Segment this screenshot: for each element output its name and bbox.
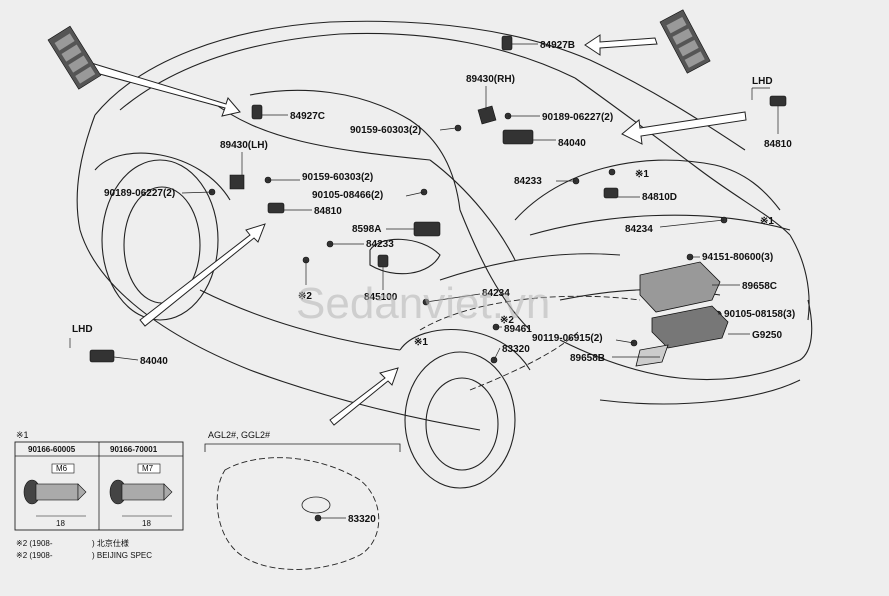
pointer-arrows [84,34,747,426]
label-8598a: 8598A [352,224,381,235]
footnote-1-a: ※2 (1908- [16,539,53,548]
label-83320-inset: 83320 [348,514,376,525]
label-89461: 89461 [504,324,532,335]
inset-agl2: AGL2#, GGL2# 83320 [204,430,401,570]
label-84234-mid: 84234 [482,288,510,299]
inset-1-part-a: 90166-60005 [28,445,76,454]
label-84810-mid: 84810 [314,206,342,217]
note-1-b: ※1 [760,216,774,227]
note-2-a: ※2 [500,315,514,326]
label-89430-lh: 89430(LH) [220,140,268,151]
label-84040-bottom: 84040 [140,356,168,367]
inset-clips: ※1 90166-60005 90166-70001 M6 18 M7 18 [14,430,184,531]
label-89658b: 89658B [570,353,605,364]
label-84927c: 84927C [290,111,325,122]
inset-1-part-b: 90166-70001 [110,445,158,454]
inset-1-bolt-a: M6 [56,464,68,473]
inset-1-title: ※1 [16,430,29,440]
label-94151-80600: 94151-80600(3) [702,252,773,263]
label-90105-08466: 90105-08466(2) [312,190,383,201]
label-84233-left: 84233 [366,239,394,250]
label-89658c: 89658C [742,281,777,292]
label-lhd-top: LHD [752,76,773,87]
label-lhd-bottom: LHD [72,324,93,335]
label-84810d: 84810D [642,192,677,203]
part-labels: 84927B 89430(RH) 90189-06227(2) 90159-60… [72,40,795,367]
label-84040-top: 84040 [558,138,586,149]
label-83320-mid: 83320 [502,344,530,355]
label-845100: 845100 [364,292,398,303]
parts [47,9,787,367]
note-1-c: ※1 [414,337,428,348]
inset-1-len-a: 18 [56,519,65,528]
footnote-2-a: ※2 (1908- [16,551,53,560]
watermark: Sedanviet.vn [296,279,550,328]
footnote-1-b: ) 北京仕様 [92,538,129,548]
label-84233-right: 84233 [514,176,542,187]
label-90189-06227-lh: 90189-06227(2) [104,188,175,199]
note-2-b: ※2 [298,291,312,302]
inset-1-bolt-b: M7 [142,464,154,473]
label-90159-60303-rh: 90159-60303(2) [350,125,421,136]
label-90159-60303-lh: 90159-60303(2) [302,172,373,183]
label-84810-top: 84810 [764,139,792,150]
label-90189-06227-rh: 90189-06227(2) [542,112,613,123]
label-90119-06915: 90119-06915(2) [532,333,603,344]
note-1-a: ※1 [635,169,649,180]
inset-2-title: AGL2#, GGL2# [208,430,270,440]
label-89430-rh: 89430(RH) [466,74,515,85]
label-84927b: 84927B [540,40,575,51]
leader-lines [69,43,779,361]
label-g9250: G9250 [752,330,782,341]
footnotes: ※2 (1908- ) 北京仕様 ※2 (1908- ) BEIJING SPE… [16,538,152,560]
inset-1-len-b: 18 [142,519,151,528]
label-84234-right: 84234 [625,224,653,235]
footnote-2-b: ) BEIJING SPEC [92,551,152,560]
label-90105-08158: 90105-08158(3) [724,309,795,320]
